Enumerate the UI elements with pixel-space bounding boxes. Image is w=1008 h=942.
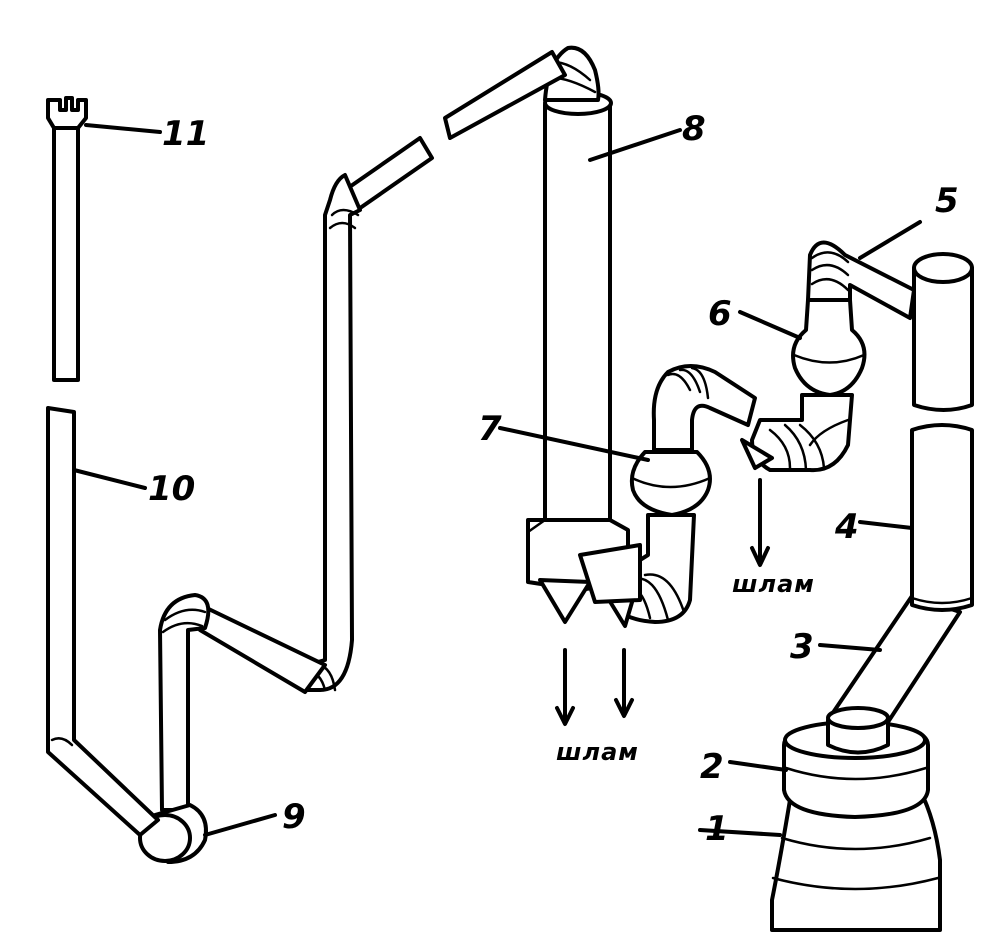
long-duct: [158, 45, 601, 812]
label-10: 10: [148, 469, 195, 509]
sludge-note-right: шлам: [732, 570, 815, 598]
sludge-arrow-right: [740, 438, 774, 567]
duct-6-7: [651, 364, 757, 452]
riser-11: [46, 96, 88, 382]
label-7: 7: [478, 409, 502, 449]
label-4: 4: [834, 507, 859, 547]
label-5: 5: [935, 181, 959, 221]
column-8: [526, 90, 642, 628]
furnace-base: [770, 788, 942, 932]
vertical-pipe-4: [910, 423, 974, 612]
sludge-arrows-bottom: [555, 648, 634, 726]
label-1: 1: [705, 809, 729, 849]
vertical-pipe-5: [912, 252, 974, 412]
separator-6: [750, 298, 867, 473]
leader-lines: [72, 123, 922, 837]
inclined-duct: [826, 594, 962, 755]
label-6: 6: [708, 294, 732, 334]
label-8: 8: [682, 109, 706, 149]
label-11: 11: [162, 114, 209, 154]
riser-10: [46, 406, 160, 837]
label-9: 9: [282, 797, 306, 837]
sludge-note-bottom: шлам: [556, 738, 639, 766]
label-3: 3: [790, 627, 814, 667]
label-2: 2: [700, 747, 724, 787]
